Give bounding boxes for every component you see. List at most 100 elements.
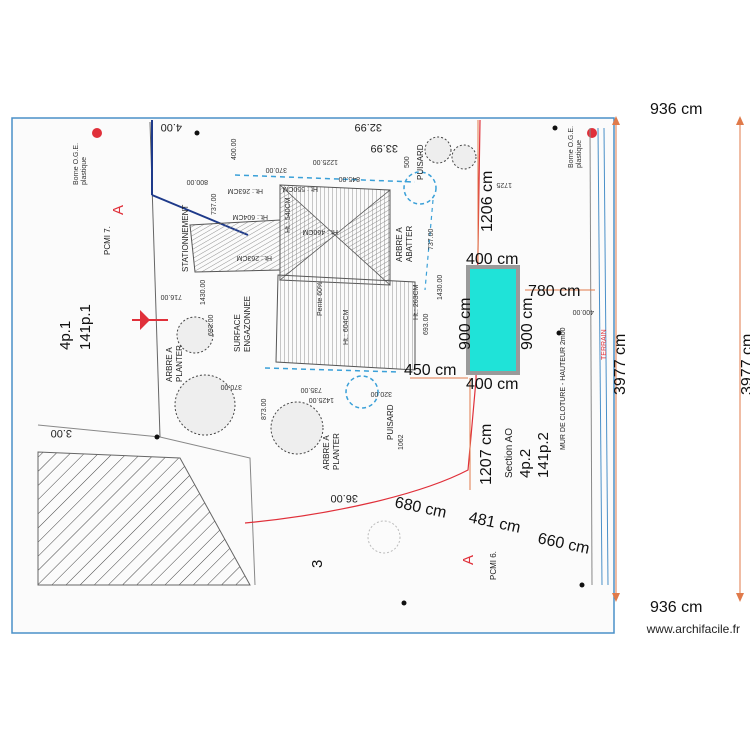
label-plastique-right: plastique <box>576 140 583 168</box>
dim-top-right: 936 cm <box>650 101 702 118</box>
num-17: 1425.00 <box>309 396 334 403</box>
num-8: 737.00 <box>211 193 218 215</box>
label-pcmi6: PCMI 6. <box>489 551 498 580</box>
label-pente: Pente 60% <box>317 282 324 316</box>
label-abatter: ABATTER <box>405 225 414 262</box>
dim-pool-bottom: 400 cm <box>466 376 518 393</box>
dim-arrow-bottom-outer <box>736 593 744 602</box>
dim-arrow-top-outer <box>736 116 744 125</box>
label-pcmi7: PCMI 7. <box>103 226 112 255</box>
num-18: 320.00 <box>370 390 392 397</box>
wall-line-3 <box>589 127 593 586</box>
label-puisard-top: PUISARD <box>416 144 425 180</box>
label-stationnement: STATIONNEMENT <box>181 205 190 272</box>
num-14: 693.00 <box>423 313 430 335</box>
label-ht-f: Ht.: 263CM <box>413 284 420 320</box>
tree-3 <box>270 401 324 455</box>
tree-6 <box>367 520 401 554</box>
num-15: 370.00 <box>220 383 242 390</box>
parcel-lot: 3 <box>309 560 326 568</box>
num-6: 845.00 <box>338 175 360 182</box>
label-ht-top: Ht.: 550CM <box>282 185 318 192</box>
label-ht-left: Ht.: 263CM <box>227 187 263 194</box>
num-20: 1062 <box>398 434 405 450</box>
label-borne-left: Borne O.G.E. <box>73 143 80 185</box>
dim-arrow-top-inner <box>612 116 620 125</box>
label-planter-1: PLANTER <box>175 345 184 382</box>
parcel-left-2: 141p.1 <box>77 304 94 350</box>
point-1 <box>194 130 200 136</box>
label-ht-b: Ht.: 604CM <box>232 213 268 220</box>
dim-lower-vertical: 1207 cm <box>478 424 495 485</box>
label-ht-e: Ht.: 604CM <box>343 309 350 345</box>
swimming-pool[interactable] <box>470 269 516 371</box>
num-7: 800.00 <box>186 178 208 185</box>
label-terrain: TERRAIN <box>601 329 608 360</box>
dashed-v <box>424 199 434 291</box>
dim-arrow-bottom-inner <box>612 593 620 602</box>
puisard-circle-top <box>403 171 437 205</box>
dim-upper-vertical: 1206 cm <box>479 171 496 232</box>
num-25: 500 <box>404 156 411 168</box>
num-9: 716.00 <box>160 293 182 300</box>
label-mark-a-bottom: A <box>460 555 477 565</box>
label-mark-a-top: A <box>110 205 127 215</box>
num-5: 1225.00 <box>313 158 338 165</box>
watermark: www.archifacile.fr <box>646 622 740 636</box>
num-19: 873.00 <box>261 398 268 420</box>
parcel-section: Section AO <box>504 428 515 478</box>
tree-5 <box>451 144 477 170</box>
wall-line-1 <box>597 127 603 586</box>
property-boundary <box>37 424 256 586</box>
point-4 <box>552 125 558 131</box>
num-12: 737.00 <box>428 228 435 250</box>
dashed-line-top <box>234 174 416 183</box>
house-roof-upper-diag2 <box>334 189 391 286</box>
num-26: 4.00 <box>161 121 182 133</box>
label-plastique-left: plastique <box>81 157 88 185</box>
parcel-right-1: 4p.2 <box>517 449 534 478</box>
label-borne-right: Borne O.G.E. <box>568 126 575 168</box>
hatched-zone <box>37 451 251 586</box>
label-engazonnee: ENGAZONNEE <box>243 296 252 352</box>
point-5 <box>556 330 562 336</box>
num-2: 33.99 <box>370 142 398 154</box>
garage-roof <box>189 219 281 273</box>
point-2 <box>154 434 160 440</box>
num-16: 735.00 <box>300 386 322 393</box>
dashed-line-bottom <box>264 367 401 373</box>
label-arbre-planter-2: ARBRE A <box>322 435 331 470</box>
label-planter-2: PLANTER <box>332 433 341 470</box>
num-13: 1430.00 <box>437 275 444 300</box>
num-3: 400.00 <box>231 138 238 160</box>
red-marker-left <box>92 128 102 138</box>
num-21: 3.00 <box>51 427 72 439</box>
num-1: 32.99 <box>354 121 382 133</box>
label-ht-c: Ht.: 460CM <box>302 228 338 235</box>
label-ht-mid: Ht.: 540CM <box>285 197 292 233</box>
num-22: 36.00 <box>330 492 358 504</box>
dim-pool-top: 400 cm <box>466 251 518 268</box>
dim-right-total-b: 3977 cm <box>739 334 750 395</box>
num-11: 693.00 <box>208 314 215 336</box>
num-24: 400.00 <box>572 308 594 315</box>
dim-pool-to-edge: 780 cm <box>528 283 580 300</box>
tree-4 <box>424 136 452 164</box>
num-4: 370.00 <box>265 166 287 173</box>
puisard-circle-bottom <box>345 375 379 409</box>
label-ht-d: Ht.: 263CM <box>236 254 272 261</box>
red-marker-right <box>587 128 597 138</box>
point-3 <box>401 600 407 606</box>
wall-line-2 <box>603 127 609 586</box>
parcel-left-1: 4p.1 <box>57 321 74 350</box>
parcel-right-2: 141p.2 <box>535 432 552 478</box>
dim-bottom-right: 936 cm <box>650 599 702 616</box>
label-surface: SURFACE <box>233 314 242 352</box>
tree-1 <box>176 316 214 354</box>
label-arbre-abatter: ARBRE A <box>395 227 404 262</box>
dim-right-total-a: 3977 cm <box>612 334 629 395</box>
label-puisard-bottom: PUISARD <box>386 404 395 440</box>
label-mur: MUR DE CLOTURE - HAUTEUR 2m00 <box>560 327 567 450</box>
dim-pool-from-house: 450 cm <box>404 362 456 379</box>
